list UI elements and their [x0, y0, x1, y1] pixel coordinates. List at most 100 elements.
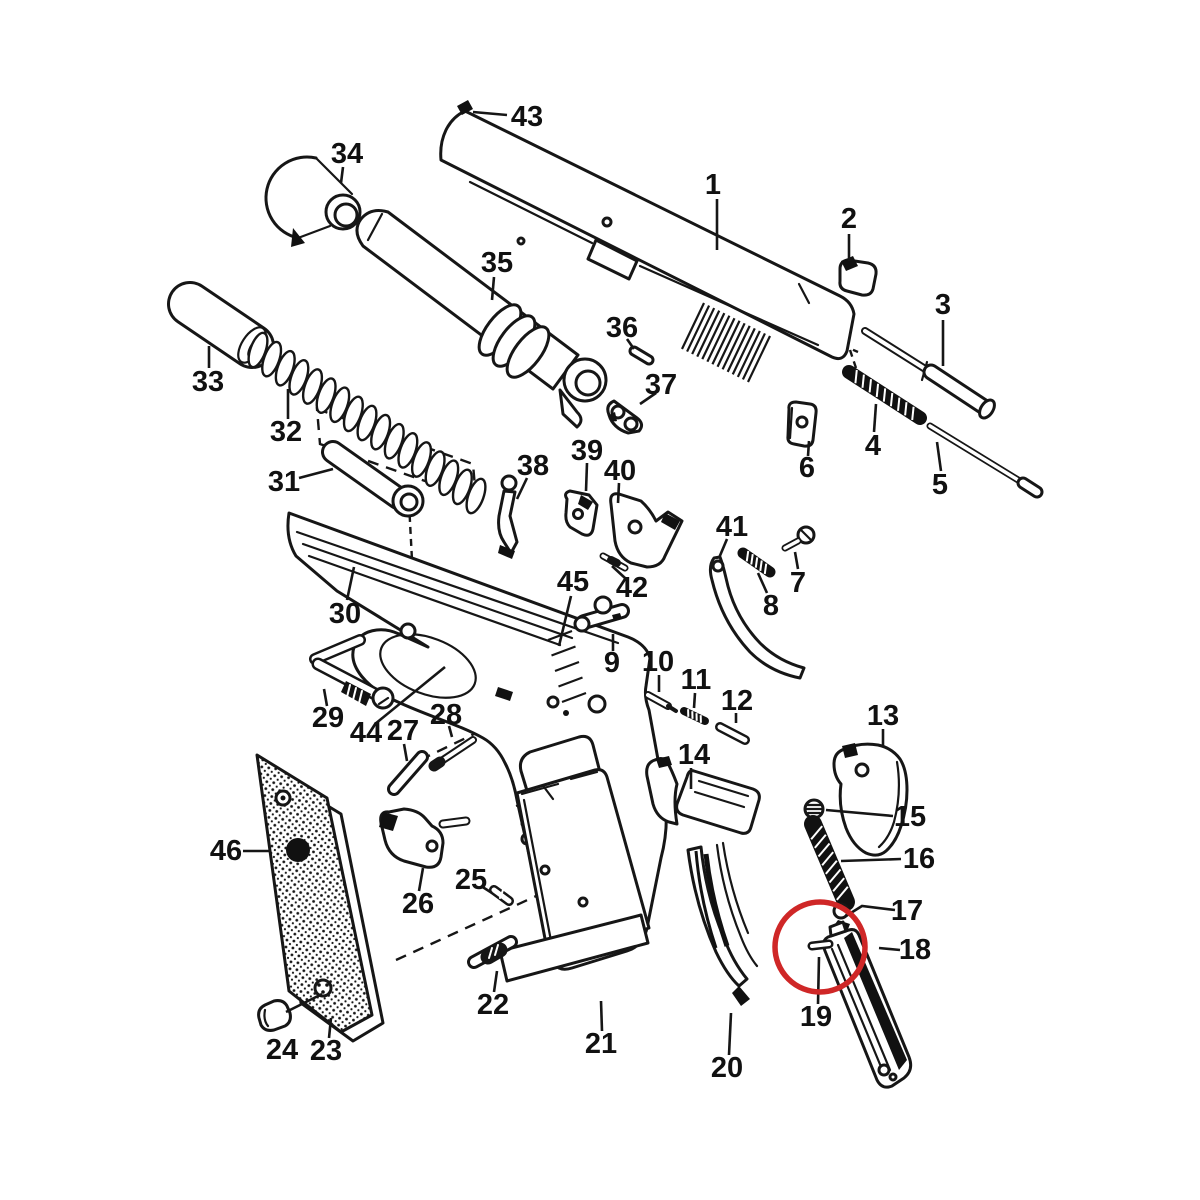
- leader-line-19: [816, 956, 821, 1005]
- leader-line-38: [515, 477, 529, 500]
- part-label-37: 37: [645, 369, 677, 401]
- part-shape-37-barrel-link: [606, 399, 644, 435]
- part-label-7: 7: [790, 567, 806, 599]
- part-shape-31-recoil-spring-guide: [321, 440, 425, 518]
- part-shape-32-recoil-spring: [247, 331, 487, 515]
- part-shape-27-pin: [387, 750, 429, 796]
- leader-line-18: [878, 946, 901, 952]
- part-label-17: 17: [891, 895, 923, 927]
- part-label-38: 38: [517, 450, 549, 482]
- leader-line-41: [717, 538, 729, 559]
- part-shape-36-pin: [628, 345, 655, 366]
- part-label-28: 28: [430, 699, 462, 731]
- part-shape-34-barrel-bushing: [264, 155, 362, 247]
- part-shape-14-trigger: [645, 756, 761, 835]
- leader-line-27: [402, 743, 409, 762]
- part-label-29: 29: [312, 702, 344, 734]
- part-shape-9-ejector: [573, 595, 630, 633]
- part-shape-10-pin: [644, 691, 678, 713]
- part-shape-43-front-sight: [457, 100, 473, 115]
- leader-line-43: [472, 110, 508, 117]
- part-shape-25-plunger: [489, 885, 514, 906]
- part-shape-2-rear-sight: [838, 256, 878, 297]
- part-label-34: 34: [331, 138, 363, 170]
- part-shape-4-firing-pin-spring: [842, 365, 927, 425]
- part-label-25: 25: [455, 864, 487, 896]
- leader-line-7: [793, 551, 800, 570]
- leader-line-4: [872, 403, 878, 433]
- part-label-41: 41: [716, 511, 748, 543]
- leader-line-15: [825, 808, 894, 818]
- part-shape-6-firing-pin-stop: [786, 400, 818, 448]
- part-label-40: 40: [604, 455, 636, 487]
- leader-line-30: [345, 566, 356, 601]
- part-shape-13-grip-safety: [832, 742, 909, 857]
- leader-line-24: [285, 992, 323, 1014]
- part-label-43: 43: [511, 101, 543, 133]
- part-shape-19-housing-pin: [807, 939, 834, 951]
- leader-line-29: [322, 688, 329, 707]
- part-label-33: 33: [192, 366, 224, 398]
- leader-line-20: [727, 1012, 733, 1056]
- leader-line-36: [625, 338, 636, 350]
- part-shape-7-screw: [781, 525, 816, 552]
- part-label-6: 6: [799, 452, 815, 484]
- part-label-27: 27: [387, 715, 419, 747]
- part-label-32: 32: [270, 416, 302, 448]
- part-label-1: 1: [705, 169, 721, 201]
- part-shape-12-pin: [715, 722, 750, 745]
- part-shape-42-pin: [599, 552, 629, 572]
- part-shape-40-hammer: [609, 492, 684, 569]
- part-shape-11-spring: [680, 707, 709, 725]
- part-label-36: 36: [606, 312, 638, 344]
- part-shape-26-thumb-safety: [379, 807, 471, 869]
- part-label-22: 22: [477, 989, 509, 1021]
- leader-line-28: [447, 725, 454, 738]
- part-label-14: 14: [678, 739, 710, 771]
- part-label-12: 12: [721, 685, 753, 717]
- part-label-4: 4: [865, 430, 881, 462]
- leader-line-6: [806, 440, 811, 457]
- part-shape-16-mainspring: [804, 815, 855, 911]
- leader-line-21: [599, 1000, 604, 1032]
- part-label-44: 44: [350, 717, 382, 749]
- leader-line-39: [584, 462, 589, 492]
- part-label-23: 23: [310, 1035, 342, 1067]
- part-shape-35-barrel: [355, 209, 608, 429]
- part-shape-38-lever: [497, 474, 519, 559]
- part-shape-29-slide-stop: [309, 634, 395, 710]
- part-label-2: 2: [841, 203, 857, 235]
- leader-line-11: [692, 692, 697, 709]
- part-shape-8-spring: [737, 547, 776, 578]
- part-shape-3-firing-pin: [861, 327, 996, 420]
- part-label-45: 45: [557, 566, 589, 598]
- leader-line-8: [756, 572, 769, 594]
- part-shape-1-slide: [439, 109, 856, 383]
- part-label-20: 20: [711, 1052, 743, 1084]
- part-label-5: 5: [932, 469, 948, 501]
- part-label-16: 16: [903, 843, 935, 875]
- leader-line-31: [298, 467, 334, 480]
- part-label-9: 9: [604, 647, 620, 679]
- part-label-13: 13: [867, 700, 899, 732]
- part-label-11: 11: [681, 664, 712, 696]
- leader-line-35: [490, 276, 496, 301]
- leader-line-25: [480, 884, 493, 895]
- leader-line-16: [840, 857, 902, 863]
- part-label-8: 8: [763, 590, 779, 622]
- part-shape-24-grip-screw: [257, 999, 292, 1032]
- part-label-30: 30: [329, 598, 361, 630]
- part-label-10: 10: [642, 646, 674, 678]
- leader-line-37: [639, 391, 657, 406]
- leader-line-44: [374, 665, 446, 726]
- part-label-18: 18: [899, 934, 931, 966]
- leader-line-45: [557, 595, 573, 647]
- part-shape-22-magazine-catch: [467, 935, 518, 969]
- part-label-46: 46: [210, 835, 242, 867]
- part-label-39: 39: [571, 435, 603, 467]
- leader-line-42: [611, 565, 626, 579]
- part-label-21: 21: [585, 1028, 617, 1060]
